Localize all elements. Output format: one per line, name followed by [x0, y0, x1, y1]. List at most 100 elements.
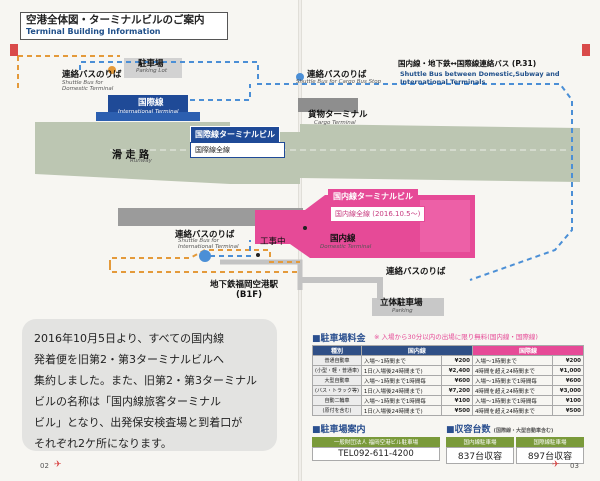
row-intl-label: 4時間を超え24時間まで [471, 385, 553, 396]
capacity-international: 国際線駐車場 897台収容 [516, 437, 584, 464]
shuttle-route-label-en: Shuttle Bus between Domestic,Subway and … [400, 70, 560, 86]
bookmark-tab-right [582, 44, 590, 56]
row-intl-fee: ¥100 [551, 395, 585, 406]
row-intl-label: 入場～1時間まで1時間毎 [471, 375, 553, 386]
col-category: 種別 [312, 345, 362, 356]
parking-fee-header: ■駐車場料金 ※ 入場から30分以内の出場に限り無料(国内線・国際線) [312, 331, 584, 344]
capacity-note: (国際線・大型自動車含む) [493, 428, 554, 434]
table-row: 自動二輪車 入場～1時間まで1時間毎 ¥100 入場～1時間まで1時間毎 ¥10… [312, 395, 585, 406]
parking-info-org: 一般財団法人 福岡空港ビル駐車場 [312, 437, 440, 447]
bookmark-tab-left [10, 44, 18, 56]
bus-stop-top-left-label: 連絡バスのりば [62, 70, 122, 80]
row-dom-fee: ¥2,400 [440, 365, 473, 376]
page-number-right: 03 [570, 462, 579, 470]
cargo-area [298, 98, 358, 112]
runway-label-en: Runway [130, 158, 152, 164]
row-intl-fee: ¥200 [551, 355, 585, 366]
parking-info-section: ■駐車場案内 一般財団法人 福岡空港ビル駐車場 TEL092-611-4200 [312, 422, 440, 461]
bus-stop-bottom-left-label-en: Shuttle Bus for International Terminal [178, 238, 239, 250]
capacity-intl-value: 897台収容 [516, 447, 584, 464]
table-row: (小型・軽・普通車) 1日(入場後24時間まで) ¥2,400 4時間を超え24… [312, 365, 585, 376]
intl-area-label: 国際線 [138, 98, 164, 108]
shuttle-route-orange [17, 55, 120, 90]
capacity-section: ■収容台数 (国際線・大型自動車含む) 国内線駐車場 837台収容 国際線駐車場… [446, 422, 584, 464]
row-intl-label: 入場～1時間まで1時間毎 [471, 395, 553, 406]
international-terminal-building [108, 95, 188, 115]
row-intl-label: 入場～1時間まで [471, 355, 553, 366]
parking-garage [372, 298, 444, 316]
table-row: 大型自動車 入場～1時間まで1時間毎 ¥600 入場～1時間まで1時間毎 ¥60… [312, 375, 585, 386]
dom-terminal-sub: 国内線全線 (2016.10.5～) [330, 206, 426, 222]
notice-box: 2016年10月5日より、すべての国内線 発着便を旧第2・第3ターミナルビルへ … [22, 319, 277, 451]
dom-terminal-tag: 国内線ターミナルビル [328, 189, 418, 204]
notice-line: 発着便を旧第2・第3ターミナルビルへ [34, 353, 224, 366]
notice-line: ビルの名称は「国内線旅客ターミナル [34, 395, 221, 408]
page-number-left: 02 [40, 462, 49, 470]
airport-map [17, 55, 580, 316]
row-dom-label: 1日(入場後24時間まで) [360, 405, 442, 416]
row-dom-label: 入場～1時間まで1時間毎 [360, 375, 442, 386]
row-dom-label: 1日(入場後24時間まで) [360, 385, 442, 396]
parking-fee-title: ■駐車場料金 [312, 334, 366, 344]
row-dom-label: 1日(入場後24時間まで) [360, 365, 442, 376]
row-dom-fee: ¥100 [440, 395, 473, 406]
subway-station-floor: (B1F) [236, 290, 262, 300]
bus-stop-top-left-label-en: Shuttle Bus for Domestic Terminal [62, 80, 114, 92]
row-category: 普通自動車 [312, 355, 362, 366]
bus-stop-cargo-dot [296, 73, 304, 81]
table-row: (バス・トラック等) 1日(入場後24時間まで) ¥7,200 4時間を超え24… [312, 385, 585, 396]
intl-area-label-en: International Terminal [118, 109, 179, 115]
runway-label: 滑 走 路 [112, 150, 149, 161]
page-subtitle: Terminal Building Information [26, 27, 161, 36]
row-intl-fee: ¥1,000 [551, 365, 585, 376]
row-intl-label: 4時間を超え24時間まで [471, 365, 553, 376]
row-category: (バス・トラック等) [312, 385, 362, 396]
bus-stop-bottom-right-label: 連絡バスのりば [386, 267, 446, 277]
capacity-title: ■収容台数 (国際線・大型自動車含む) [446, 422, 584, 435]
dom-area-label: 国内線 [330, 234, 356, 244]
capacity-title-text: ■収容台数 [446, 425, 491, 435]
notice-line: それぞれ2ケ所になります。 [34, 437, 172, 450]
col-domestic: 国内線 [360, 345, 473, 356]
notice-line: 集約しました。また、旧第2・第3ターミナル [34, 374, 257, 387]
row-dom-label: 入場～1時間まで1時間毎 [360, 395, 442, 406]
parking-info-phone[interactable]: TEL092-611-4200 [312, 447, 440, 461]
row-intl-label: 4時間を超え24時間まで [471, 405, 553, 416]
row-category: 大型自動車 [312, 375, 362, 386]
row-intl-fee: ¥3,000 [551, 385, 585, 396]
airplane-icon: ✈ [54, 460, 62, 470]
cargo-terminal-label-en: Cargo Terminal [314, 120, 356, 126]
airplane-icon: ✈ [552, 460, 560, 470]
page-title: 空港全体図・ターミナルビルのご案内 [26, 14, 205, 26]
page-title-box: 空港全体図・ターミナルビルのご案内 Terminal Building Info… [20, 12, 228, 40]
parking-info-title: ■駐車場案内 [312, 425, 366, 435]
notice-line: ビル」となり、出発保安検査場と到着口が [34, 416, 243, 429]
capacity-intl-label: 国際線駐車場 [516, 437, 584, 447]
capacity-domestic-value: 837台収容 [446, 447, 514, 464]
runway-area [35, 122, 580, 184]
row-dom-label: 入場～1時間まで [360, 355, 442, 366]
parking-fee-table: 種別 国内線 国際線 普通自動車 入場～1時間まで ¥200 入場～1時間まで … [312, 345, 585, 416]
table-row: (原付を含む) 1日(入場後24時間まで) ¥500 4時間を超え24時間まで … [312, 405, 585, 416]
row-intl-fee: ¥500 [551, 405, 585, 416]
parking-garage-label-en: Parking [392, 308, 413, 314]
construction-label: 工事中 [260, 237, 286, 247]
row-dom-fee: ¥200 [440, 355, 473, 366]
bus-stop-dom-dot [199, 250, 211, 262]
row-category: (小型・軽・普通車) [312, 365, 362, 376]
bus-stop-top-mid-label: 連絡バスのりば [307, 70, 367, 80]
parking-top-label-en: Parking Lot [136, 68, 167, 74]
row-dom-fee: ¥7,200 [440, 385, 473, 396]
notice-line: 2016年10月5日より、すべての国内線 [34, 332, 225, 345]
subway-station-label: 地下鉄福岡空港駅 [210, 280, 279, 290]
table-row: 普通自動車 入場～1時間まで ¥200 入場～1時間まで ¥200 [312, 355, 585, 366]
parking-top-label: 駐車場 [138, 59, 164, 69]
capacity-domestic: 国内線駐車場 837台収容 [446, 437, 514, 464]
bus-stop-intl-dot [108, 66, 116, 74]
table-header-row: 種別 国内線 国際線 [312, 345, 585, 356]
row-category: (原付を含む) [312, 405, 362, 416]
row-intl-fee: ¥600 [551, 375, 585, 386]
capacity-domestic-label: 国内線駐車場 [446, 437, 514, 447]
row-dom-fee: ¥600 [440, 375, 473, 386]
